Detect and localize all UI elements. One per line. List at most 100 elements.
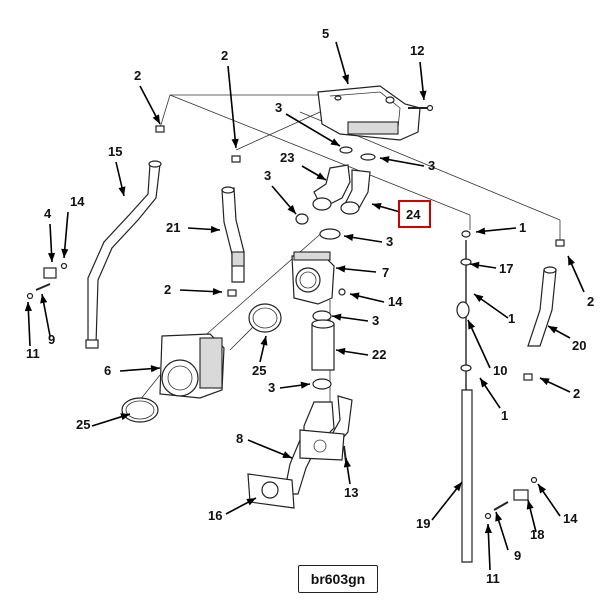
arrow-head xyxy=(61,248,69,258)
arrow-head xyxy=(120,413,130,421)
arrow-head xyxy=(40,294,48,304)
callout-15: 15 xyxy=(108,144,122,159)
callout-19: 19 xyxy=(416,516,430,531)
arrow-head xyxy=(316,172,326,180)
hose-15 xyxy=(85,160,162,349)
leader-arrows xyxy=(24,41,585,571)
arrow-head xyxy=(484,524,492,534)
arrow-head xyxy=(150,365,160,373)
bolt-14 xyxy=(338,288,346,296)
callout-2: 2 xyxy=(221,48,228,63)
lower-elbow-8 xyxy=(283,395,353,495)
arrow-head xyxy=(330,138,340,146)
callout-6: 6 xyxy=(104,363,111,378)
callout-10: 10 xyxy=(493,363,507,378)
manifold-cover xyxy=(317,85,421,141)
elbow-23 xyxy=(312,164,371,215)
hose-21 xyxy=(221,186,245,283)
arrow-head xyxy=(343,458,351,468)
callout-13: 13 xyxy=(344,485,358,500)
arrow-head xyxy=(210,225,220,234)
arrow-head xyxy=(47,252,56,262)
arrow-head xyxy=(282,451,292,458)
adapter-housing-6 xyxy=(159,333,225,399)
callout-2: 2 xyxy=(164,282,171,297)
callout-3: 3 xyxy=(268,380,275,395)
callout-8: 8 xyxy=(236,431,243,446)
arrow-head xyxy=(540,378,550,386)
callout-3: 3 xyxy=(264,168,271,183)
callout-11: 11 xyxy=(486,571,500,586)
callout-3: 3 xyxy=(372,313,379,328)
arrow-head xyxy=(231,138,239,148)
callout-3: 3 xyxy=(386,234,393,249)
arrow-head xyxy=(380,156,390,164)
arrow-head xyxy=(470,261,480,269)
arrow-head xyxy=(480,378,488,388)
pins-2 xyxy=(155,125,565,381)
callout-18: 18 xyxy=(530,527,544,542)
callout-25: 25 xyxy=(252,363,266,378)
arrow-head xyxy=(526,500,534,510)
leader-line xyxy=(285,113,341,147)
callout-21: 21 xyxy=(166,220,180,235)
callout-12: 12 xyxy=(410,43,424,58)
tube-19 xyxy=(456,230,473,563)
arrow-head xyxy=(118,186,126,196)
callout-1: 1 xyxy=(519,220,526,235)
callout-1: 1 xyxy=(508,311,515,326)
callout-3: 3 xyxy=(428,158,435,173)
callout-16: 16 xyxy=(208,508,222,523)
diagram-code-label: br603gn xyxy=(298,565,378,593)
bolt-12 xyxy=(408,104,434,112)
arrow-head xyxy=(336,347,346,355)
leader-line xyxy=(227,65,237,149)
callout-24: 24 xyxy=(406,207,421,222)
arrow-head xyxy=(24,302,33,312)
callout-17: 17 xyxy=(499,261,513,276)
gaskets-25 xyxy=(121,303,282,423)
arrow-head xyxy=(474,294,484,303)
arrow-head xyxy=(344,233,354,241)
arrow-head xyxy=(538,484,547,494)
callout-2: 2 xyxy=(573,386,580,401)
arrow-head xyxy=(342,74,349,84)
callout-9: 9 xyxy=(514,548,521,563)
callout-2: 2 xyxy=(587,294,594,309)
callout-22: 22 xyxy=(372,347,386,362)
callout-4: 4 xyxy=(44,206,52,221)
arrow-head xyxy=(246,498,256,506)
callout-14: 14 xyxy=(388,294,403,309)
callout-20: 20 xyxy=(572,338,586,353)
callout-25: 25 xyxy=(76,417,90,432)
arrow-head xyxy=(468,320,476,330)
arrow-head xyxy=(453,482,462,492)
callout-9: 9 xyxy=(48,332,55,347)
arrow-head xyxy=(300,381,310,389)
arrow-head xyxy=(495,512,503,522)
hose-20 xyxy=(527,266,557,347)
arrow-head xyxy=(332,313,342,321)
callout-14: 14 xyxy=(563,511,578,526)
callout-7: 7 xyxy=(382,265,389,280)
arrow-head xyxy=(372,203,382,210)
callout-1: 1 xyxy=(501,408,508,423)
arrow-head xyxy=(548,326,558,334)
callout-3: 3 xyxy=(275,100,282,115)
callout-14: 14 xyxy=(70,194,85,209)
arrow-head xyxy=(287,204,296,214)
arrow-head xyxy=(419,90,427,100)
tube-22 xyxy=(311,319,335,371)
arrow-head xyxy=(568,256,575,266)
flange-16 xyxy=(247,473,295,509)
highlight-box-24 xyxy=(398,200,431,228)
fittings-right xyxy=(484,476,538,520)
arrow-head xyxy=(260,336,268,346)
arrow-head xyxy=(212,287,222,296)
callout-2: 2 xyxy=(134,68,141,83)
callout-23: 23 xyxy=(280,150,294,165)
arrow-head xyxy=(152,114,160,124)
arrow-head xyxy=(336,265,346,273)
throttle-body-7 xyxy=(291,251,335,305)
